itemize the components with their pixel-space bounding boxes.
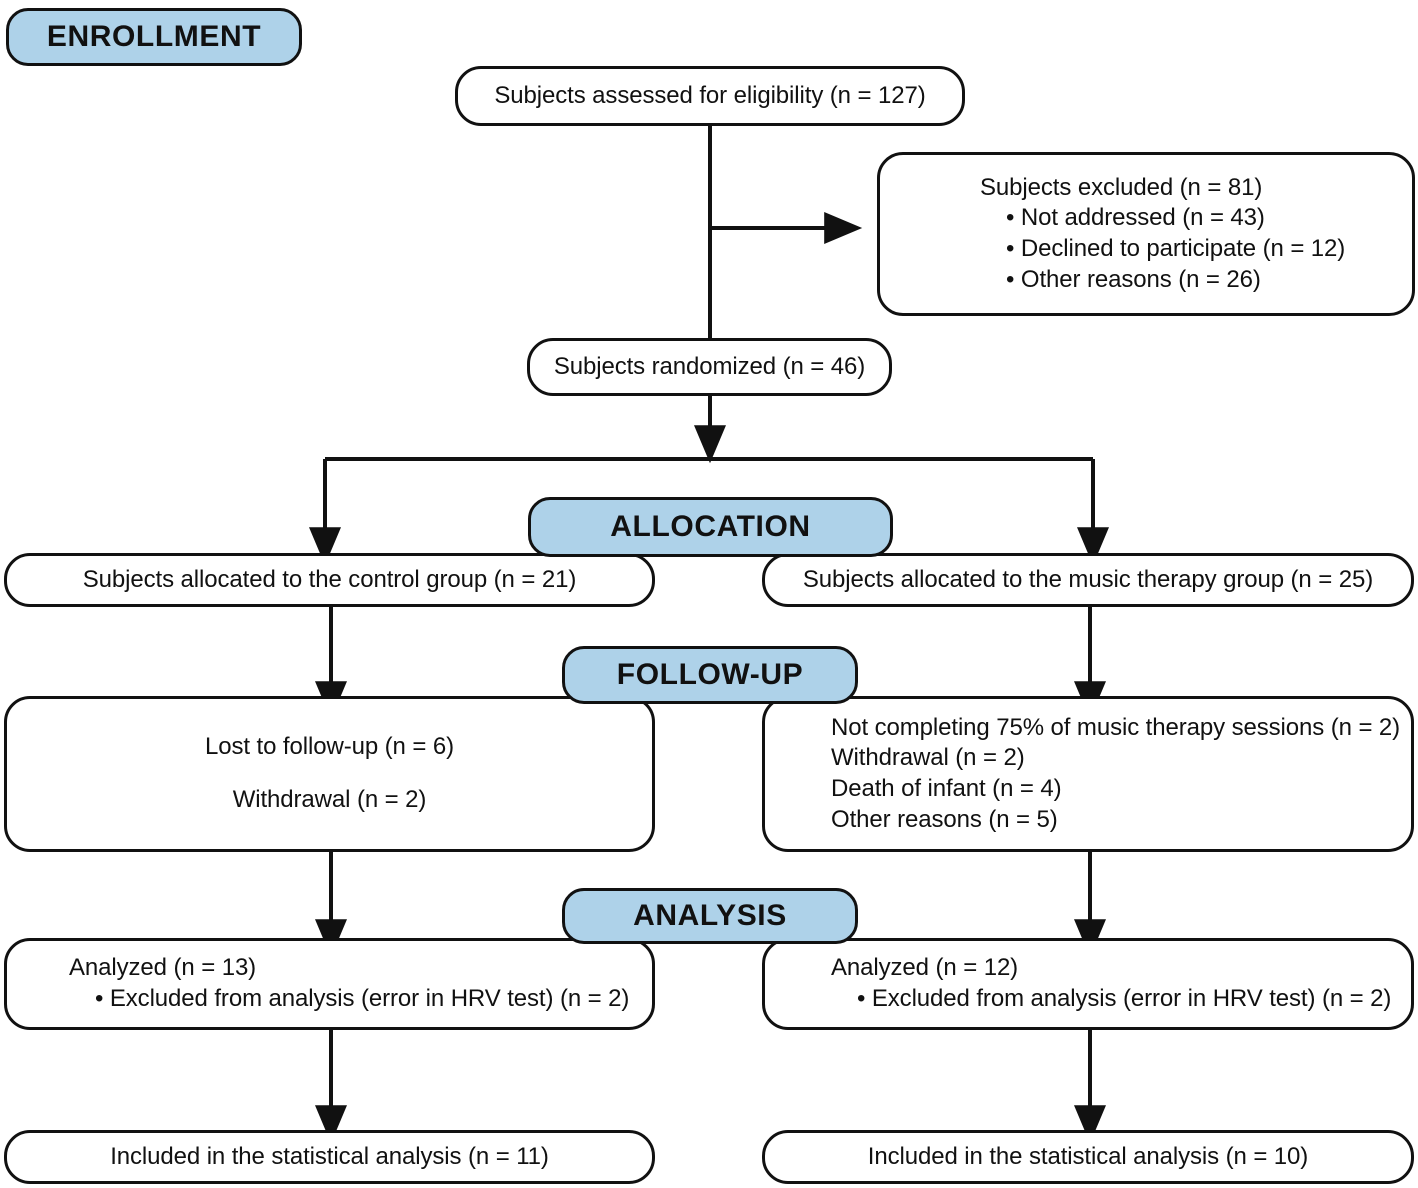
- node-excluded-heading: Subjects excluded (n = 81): [980, 173, 1263, 201]
- node-analysis-music-heading: Analyzed (n = 12): [831, 954, 1019, 982]
- node-followup-music-line-1: Not completing 75% of music therapy sess…: [831, 713, 1401, 741]
- node-excluded-reason-3: • Other reasons (n = 26): [1006, 265, 1261, 293]
- node-analysis-control-detail: • Excluded from analysis (error in HRV t…: [95, 985, 630, 1012]
- node-allocated-control: Subjects allocated to the control group …: [4, 553, 655, 607]
- node-analysis-control-heading: Analyzed (n = 13): [69, 954, 257, 982]
- node-subjects-randomized: Subjects randomized (n = 46): [527, 338, 892, 396]
- node-assessed-text: Subjects assessed for eligibility (n = 1…: [494, 81, 926, 109]
- stage-label-analysis-text: ANALYSIS: [633, 899, 787, 932]
- stage-label-allocation-text: ALLOCATION: [610, 510, 811, 543]
- stage-label-enrollment: ENROLLMENT: [6, 8, 302, 66]
- node-included-control-text: Included in the statistical analysis (n …: [110, 1142, 549, 1170]
- node-followup-control: Lost to follow-up (n = 6) Withdrawal (n …: [4, 696, 655, 852]
- node-followup-control-line-2: Withdrawal (n = 2): [232, 786, 427, 813]
- node-followup-music-line-4: Other reasons (n = 5): [831, 805, 1058, 833]
- stage-label-followup-text: FOLLOW-UP: [616, 658, 804, 691]
- stage-label-analysis: ANALYSIS: [562, 888, 858, 944]
- node-allocated-control-text: Subjects allocated to the control group …: [82, 565, 577, 593]
- node-allocated-music-text: Subjects allocated to the music therapy …: [802, 565, 1374, 593]
- node-assessed-for-eligibility: Subjects assessed for eligibility (n = 1…: [455, 66, 965, 126]
- node-excluded-reason-1: • Not addressed (n = 43): [1006, 204, 1265, 232]
- node-analysis-control: Analyzed (n = 13) • Excluded from analys…: [4, 938, 655, 1030]
- node-included-music-therapy: Included in the statistical analysis (n …: [762, 1130, 1414, 1184]
- node-allocated-music-therapy: Subjects allocated to the music therapy …: [762, 553, 1414, 607]
- stage-label-enrollment-text: ENROLLMENT: [46, 20, 262, 53]
- node-followup-music-line-3: Death of infant (n = 4): [831, 775, 1062, 802]
- node-followup-control-line-1: Lost to follow-up (n = 6): [205, 733, 454, 761]
- node-analysis-music-therapy: Analyzed (n = 12) • Excluded from analys…: [762, 938, 1414, 1030]
- node-included-music-text: Included in the statistical analysis (n …: [867, 1142, 1309, 1170]
- node-included-control: Included in the statistical analysis (n …: [4, 1130, 655, 1184]
- node-excluded-reason-2: • Declined to participate (n = 12): [1006, 235, 1346, 262]
- node-followup-music-therapy: Not completing 75% of music therapy sess…: [762, 696, 1414, 852]
- node-followup-music-line-2: Withdrawal (n = 2): [831, 744, 1025, 772]
- stage-label-allocation: ALLOCATION: [528, 497, 893, 557]
- node-subjects-excluded: Subjects excluded (n = 81) • Not address…: [877, 152, 1415, 316]
- stage-label-followup: FOLLOW-UP: [562, 646, 858, 704]
- node-randomized-text: Subjects randomized (n = 46): [553, 352, 866, 380]
- node-analysis-music-detail: • Excluded from analysis (error in HRV t…: [857, 985, 1392, 1012]
